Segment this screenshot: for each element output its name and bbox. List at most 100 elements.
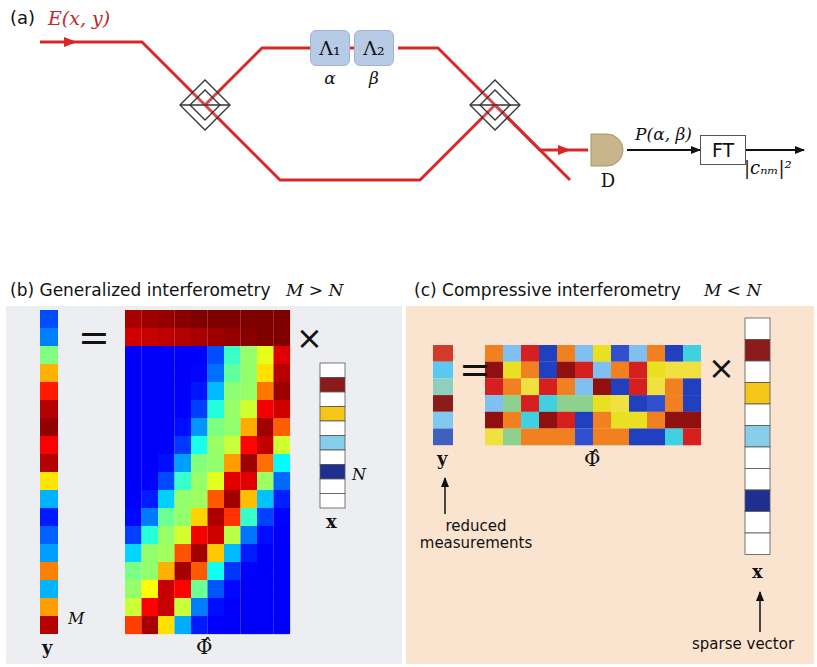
matrix-cell [274,346,291,364]
vector-cell [40,418,58,436]
vector-cell [745,469,770,491]
field-label: E(x, y) [48,8,110,30]
matrix-cell [191,544,208,562]
matrix-cell [647,378,665,395]
matrix-cell [241,400,258,418]
matrix-cell [257,544,274,562]
matrix-cell [274,310,291,328]
matrix-cell [665,362,683,379]
matrix-cell [142,616,159,634]
vector-cell [320,494,345,509]
matrix-cell [191,382,208,400]
matrix-cell [158,454,175,472]
modulator-box: Λ₁ [310,30,350,66]
vector-cell [40,544,58,562]
matrix-cell [125,598,142,616]
pointer-arrow [444,478,446,514]
modulator-node: Λ₁α [310,30,350,88]
matrix-cell [158,526,175,544]
matrix-cell [224,508,241,526]
matrix-cell [539,345,557,362]
matrix-cell [175,382,192,400]
matrix-cell [241,418,258,436]
matrix-cell [539,412,557,429]
matrix-cell [158,616,175,634]
matrix-cell [257,490,274,508]
matrix-cell [274,598,291,616]
matrix-cell [485,429,503,446]
signal-arrow [627,149,700,151]
matrix-cell [142,526,159,544]
matrix-cell [208,580,225,598]
vector-cell [320,421,345,436]
vector-cell [40,472,58,490]
matrix-cell [665,412,683,429]
matrix-cell [539,429,557,446]
matrix-cell [142,580,159,598]
vector-cell [40,436,58,454]
vector-cell [40,490,58,508]
vector-cell [40,454,58,472]
matrix-cell [125,616,142,634]
matrix-cell [175,454,192,472]
matrix-cell [158,544,175,562]
output-arrow [746,149,804,151]
vector-name: x [752,562,763,583]
matrix-cell [274,400,291,418]
matrix-cell [257,418,274,436]
operator-symbol: = [459,348,491,392]
matrix-cell [208,472,225,490]
vector-cell [320,450,345,465]
matrix-cell [274,454,291,472]
matrix-cell [593,362,611,379]
vector-cell [745,447,770,469]
vector-cell [40,382,58,400]
matrix-cell [683,345,701,362]
matrix-cell [257,616,274,634]
panel-title: (b) Generalized interferometry [10,281,271,301]
matrix-cell [683,412,701,429]
matrix-cell [175,328,192,346]
matrix-cell [142,562,159,580]
matrix-cell [158,598,175,616]
node-label: Λ₁ [319,37,340,59]
matrix-cell [241,454,258,472]
matrix-cell [611,412,629,429]
matrix-cell [158,436,175,454]
matrix-cell [575,345,593,362]
vector-cell [40,598,58,616]
matrix-cell [191,508,208,526]
matrix-cell [175,562,192,580]
matrix-cell [142,598,159,616]
matrix-cell [175,400,192,418]
parameter-label: β [354,68,394,88]
matrix-cell [191,310,208,328]
vector-cell [745,318,770,340]
matrix-cell [224,400,241,418]
matrix-cell [503,395,521,412]
vector-name: y [42,638,52,659]
matrix-cell [191,562,208,580]
beam-arrow [558,145,571,155]
vector-cell [745,361,770,383]
matrix-cell [142,436,159,454]
matrix-cell [224,382,241,400]
matrix-cell [158,490,175,508]
matrix-cell [257,310,274,328]
matrix-cell [158,508,175,526]
matrix-cell [208,418,225,436]
matrix-cell [224,472,241,490]
detector-outline [589,132,627,168]
matrix-illustration [40,310,345,634]
process-box: FT [700,135,746,165]
matrix-cell [274,544,291,562]
matrix-cell [647,345,665,362]
matrix-cell [142,364,159,382]
matrix-cell [241,508,258,526]
matrix-cell [629,378,647,395]
vector-cell [745,383,770,405]
vector-cell [433,412,453,429]
process-node: FT [700,135,746,165]
matrix-cell [257,562,274,580]
matrix-cell [557,412,575,429]
